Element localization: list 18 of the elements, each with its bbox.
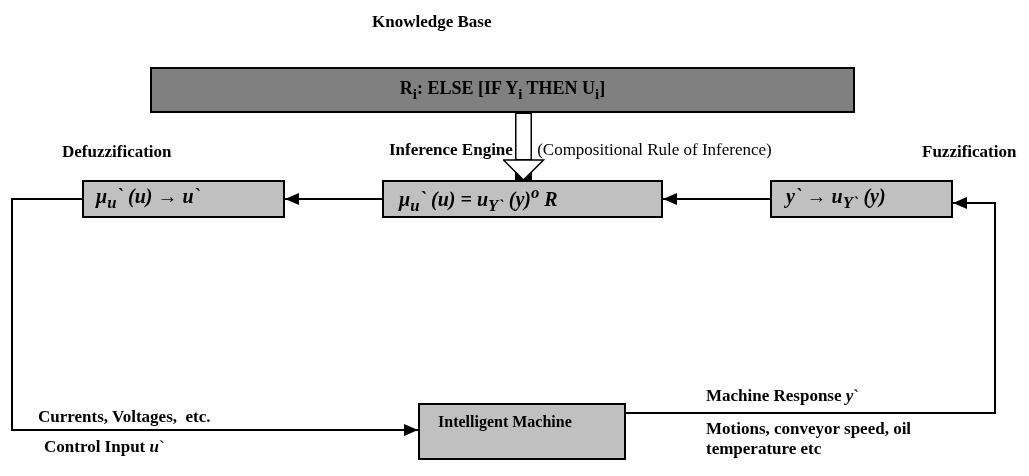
edge-label: Machine Response y` (706, 386, 859, 406)
process-box (418, 403, 626, 460)
heading: Fuzzification (922, 142, 1017, 162)
note-text: Motions, conveyor speed, oil temperature etc (706, 419, 913, 459)
arrow (662, 193, 771, 205)
heading: Inference Engine (Compositional Rule of Inference) (389, 140, 772, 160)
arrow (11, 198, 419, 436)
formula: μ$_{u}$` (u) = u$_{Y`}$ (y)$^{o}$ R (399, 182, 558, 216)
arrow (284, 193, 383, 205)
box-label: Intelligent Machine (438, 413, 572, 431)
note-text: Control Input u` (44, 437, 166, 457)
heading: Defuzzification (62, 142, 172, 162)
rule-text: R$_{i}$: ELSE [IF Y$_{i}$ THEN U$_{i}$] (399, 77, 606, 103)
edge-label: Currents, Voltages, etc. (38, 407, 211, 427)
formula: y` → u$_{Y`}$ (y) (786, 185, 886, 213)
formula: μ$_{u}$` (u) → u` (96, 185, 201, 213)
heading: Knowledge Base (372, 12, 492, 32)
arrow (625, 197, 996, 414)
